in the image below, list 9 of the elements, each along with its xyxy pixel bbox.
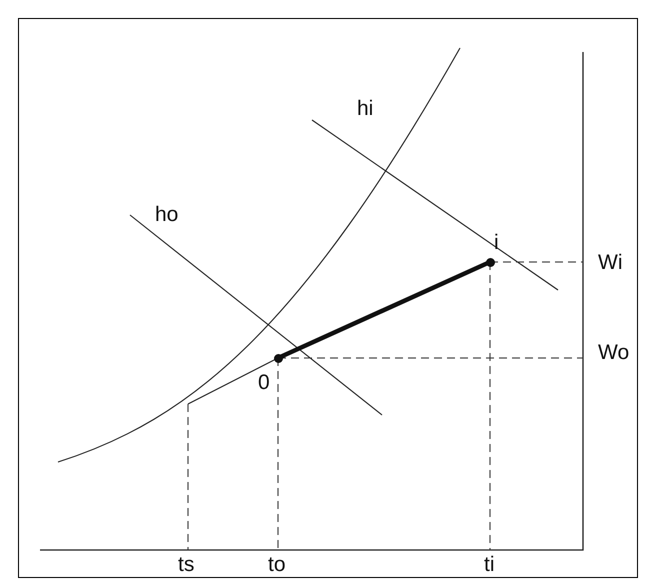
axis-value: ti bbox=[484, 554, 494, 575]
axis-value: Wi bbox=[598, 252, 622, 273]
curve-label: hi bbox=[357, 98, 374, 119]
point-label: i bbox=[494, 232, 499, 253]
axis-value: to bbox=[268, 554, 286, 575]
curve-label: ho bbox=[155, 204, 178, 225]
axis-value: Wo bbox=[598, 342, 630, 363]
axis-value: ts bbox=[178, 554, 194, 575]
point-label: 0 bbox=[258, 372, 270, 393]
